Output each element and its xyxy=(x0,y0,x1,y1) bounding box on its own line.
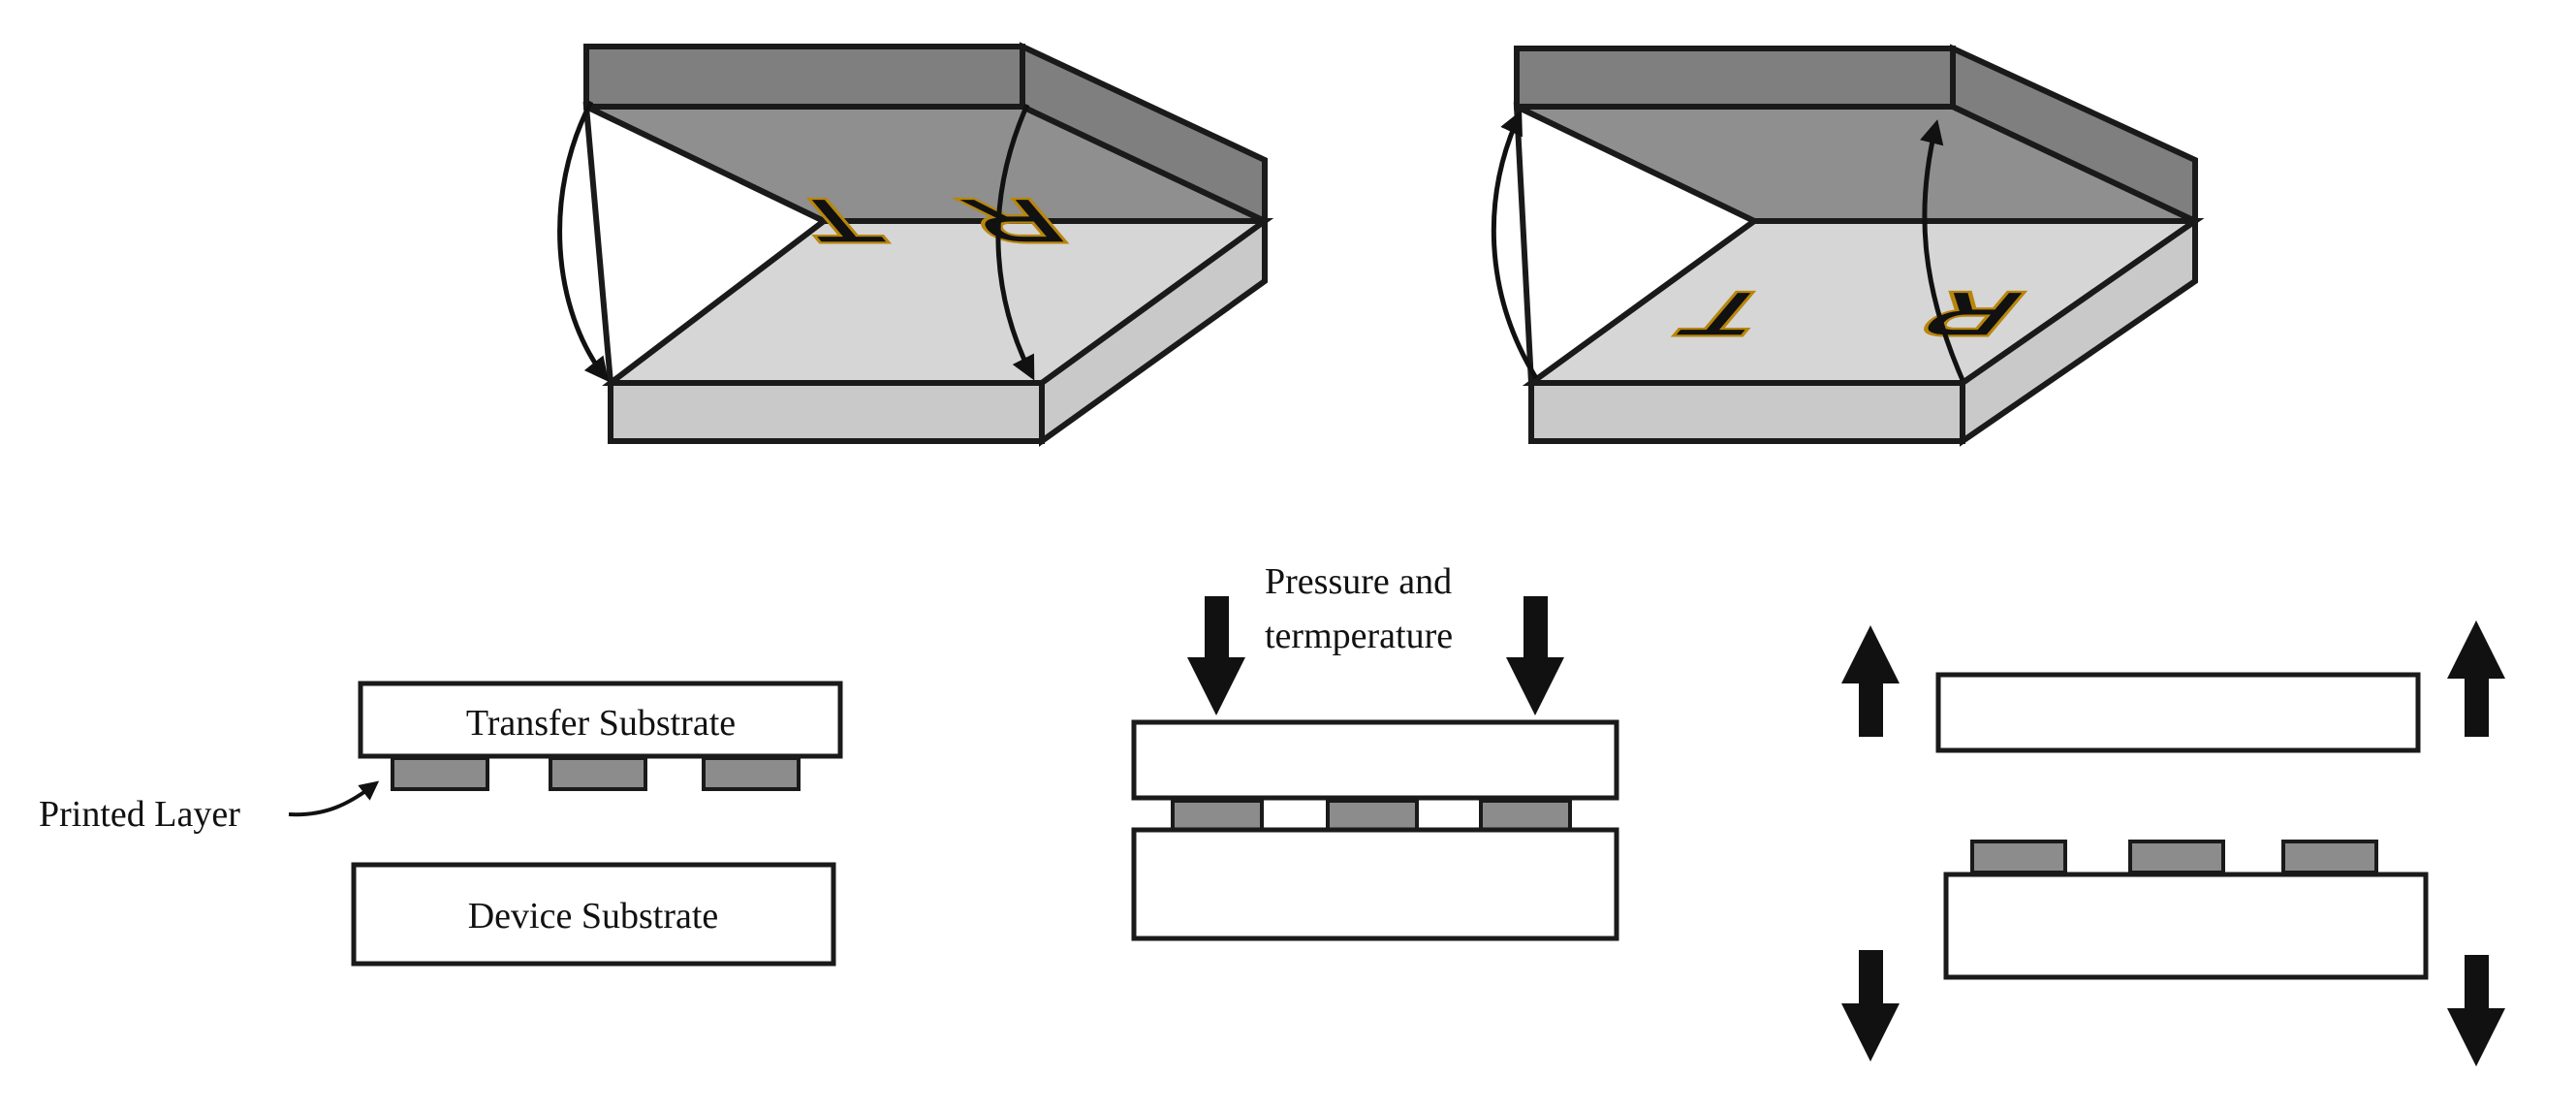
top-plate-side-face xyxy=(1020,42,1268,226)
printed-block xyxy=(1326,799,1419,832)
printed-block xyxy=(549,756,647,791)
pressure-label-line2: termperature xyxy=(1265,616,1453,656)
fold-arrow-right xyxy=(995,103,1035,381)
transfer-substrate xyxy=(358,681,843,759)
device-substrate-label: Device Substrate xyxy=(468,896,719,936)
pressure-arrow-right xyxy=(1506,596,1564,715)
top-plate-front-face xyxy=(1514,46,1956,110)
hinged-plates-right: T R xyxy=(1491,44,2205,447)
printed-block xyxy=(1970,840,2067,874)
separation-arrow-up-left xyxy=(1841,625,1900,737)
printed-block xyxy=(702,756,801,791)
pressure-arrow-left xyxy=(1187,596,1245,715)
transfer-substrate-label: Transfer Substrate xyxy=(466,703,736,744)
stage-before-transfer: Transfer Substrate Printed Layer Device … xyxy=(39,681,843,967)
separation-arrow-down-left xyxy=(1841,950,1900,1062)
stage-separation xyxy=(1841,620,2505,1066)
bottom-plate-front-face xyxy=(1528,380,1965,444)
hinged-plates-left: T R xyxy=(557,42,1274,447)
printed-layer-pointer-arrow xyxy=(288,780,380,817)
device-substrate xyxy=(1943,872,2429,980)
top-plate-side-face xyxy=(1950,44,2198,226)
printed-layer-label: Printed Layer xyxy=(39,794,240,835)
printed-block xyxy=(391,756,489,791)
printed-block xyxy=(1479,799,1572,832)
transfer-substrate xyxy=(1935,672,2421,753)
printed-block xyxy=(2128,840,2225,874)
bottom-plate-side-face xyxy=(1960,215,2198,447)
separation-arrow-down-right xyxy=(2447,955,2505,1066)
transfer-substrate xyxy=(1131,719,1619,801)
hinge-gap xyxy=(582,102,830,389)
fold-arrow-left xyxy=(557,100,610,382)
separation-arrow-up-right xyxy=(2447,620,2505,737)
printed-block xyxy=(2281,840,2378,874)
printed-block xyxy=(1171,799,1264,832)
device-substrate xyxy=(351,862,836,967)
lift-arrow-left xyxy=(1491,110,1539,380)
stage-pressing: Pressure and termperature xyxy=(1131,561,1619,941)
bottom-plate-side-face xyxy=(1039,215,1268,447)
hinge-gap xyxy=(1513,102,1760,389)
bottom-plate-front-face xyxy=(608,380,1045,444)
top-plate-front-face xyxy=(583,44,1025,110)
device-substrate xyxy=(1131,827,1619,941)
pressure-label-line1: Pressure and xyxy=(1265,561,1452,602)
lift-arrow-right xyxy=(1920,119,1965,381)
